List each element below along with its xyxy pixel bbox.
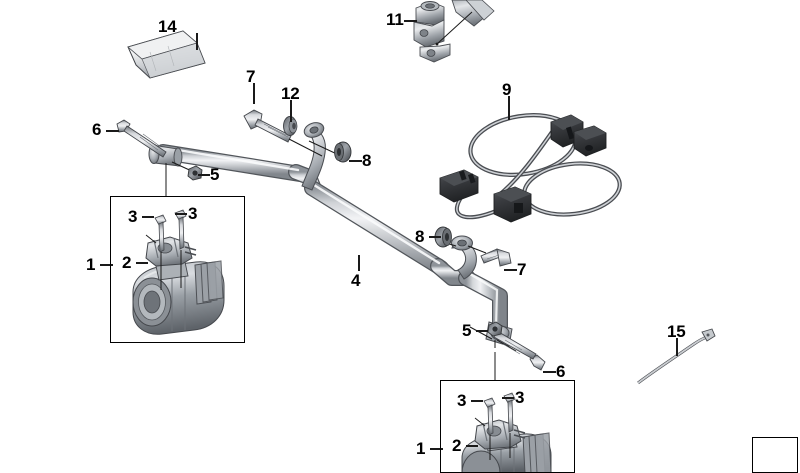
leader-line-7-lower: [504, 269, 517, 271]
leader-line-6-lower: [543, 371, 556, 373]
callout-2-right: 2: [452, 436, 462, 455]
part-11-valve-block: [413, 0, 495, 63]
callout-7-upper: 7: [246, 67, 256, 86]
leader-line-7-upper: [253, 83, 255, 104]
callout-5-lower: 5: [462, 321, 472, 340]
leader-line-2-left: [136, 262, 148, 264]
leader-line-14: [196, 33, 198, 50]
callout-8-upper: 8: [362, 151, 372, 170]
leader-line-1-left: [100, 264, 113, 266]
part-15-cable-tie: [637, 328, 716, 385]
callout-1-left: 1: [86, 255, 96, 274]
harness-connector-c: [439, 169, 479, 203]
callout-15: 15: [667, 322, 686, 341]
part-7-flange-bolt-upper: [243, 109, 323, 157]
part-8-bushing-upper: [334, 141, 352, 163]
leader-line-4: [358, 255, 360, 271]
callout-2-left: 2: [122, 253, 132, 272]
callout-4: 4: [351, 271, 361, 290]
part-5-nut-lower: [487, 321, 503, 337]
callout-3-left-b: 3: [188, 204, 198, 223]
watermark-box: [752, 437, 798, 473]
callout-3-left-a: 3: [128, 207, 138, 226]
part-9-wiring-harness: [439, 113, 622, 223]
harness-connector-b: [573, 125, 607, 157]
part-3-bolts-left: [154, 209, 187, 253]
leader-line-2-right: [466, 445, 478, 447]
part-3-bolts-right: [483, 392, 516, 436]
callout-3-right-a: 3: [457, 391, 467, 410]
stabilizer-left-arm: [301, 122, 340, 191]
leader-line-3-left-b: [175, 213, 187, 215]
leader-line-1-right: [430, 448, 443, 450]
callout-14: 14: [158, 17, 177, 36]
callout-6-upper: 6: [92, 120, 102, 139]
callout-5-upper: 5: [210, 165, 220, 184]
callout-11: 11: [386, 10, 404, 29]
harness-connector-d: [493, 186, 532, 223]
part-8-bushing-lower: [434, 226, 452, 248]
leader-line-15: [676, 338, 678, 356]
leader-line-3-left-a: [142, 216, 154, 218]
leader-line-5-upper: [198, 174, 210, 176]
callout-12: 12: [281, 84, 300, 103]
part-6-long-bolt-lower: [493, 330, 546, 371]
leader-line-3-right-b: [502, 397, 514, 399]
leader-line-9: [508, 96, 510, 120]
part-6-long-bolt-upper: [116, 119, 167, 158]
group-box-part-1-left: [110, 196, 245, 343]
actuator-assembly-right: [461, 392, 552, 473]
callout-7-lower: 7: [517, 260, 527, 279]
callout-9: 9: [502, 80, 512, 99]
part-14-protective-sleeve: [127, 30, 206, 79]
callout-8-lower: 8: [415, 227, 425, 246]
callout-6-lower: 6: [556, 362, 566, 381]
leader-line-3-right-a: [471, 400, 483, 402]
leader-line-12: [290, 100, 292, 122]
leader-line-8-lower: [429, 236, 441, 238]
leader-line-5-lower: [476, 330, 488, 332]
actuator-assembly-left: [132, 209, 225, 335]
callout-1-right: 1: [416, 439, 426, 458]
leader-line-6-upper: [106, 130, 119, 132]
part-5-nut-upper: [187, 165, 203, 181]
part-7-flange-bolt-lower: [480, 248, 512, 267]
callout-3-right-b: 3: [515, 388, 525, 407]
leader-line-8-upper: [349, 160, 362, 162]
leader-line-11: [404, 20, 417, 22]
